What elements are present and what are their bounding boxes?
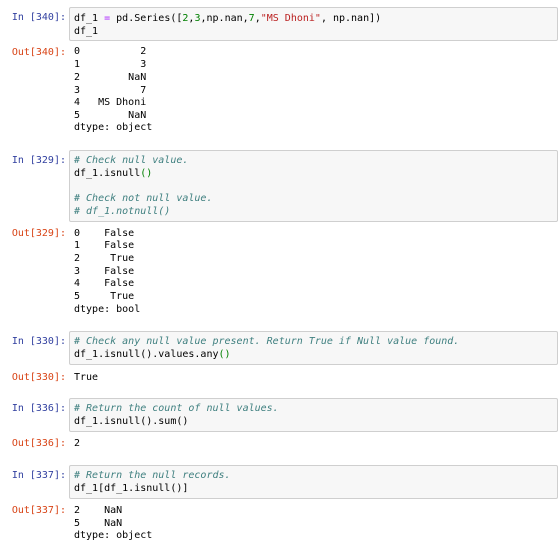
out-prompt-337: Out[337]: [11, 505, 66, 516]
code-line: df_1 = pd.Series([2,3,np.nan,7,"MS Dhoni… [74, 13, 382, 24]
in-prompt-330: In [330]: [11, 336, 66, 347]
output-line: 1 False [74, 240, 135, 251]
output-line: 3 7 [74, 85, 147, 96]
output-line: 4 MS Dhoni [74, 97, 147, 108]
code-cell-337[interactable] [69, 465, 558, 499]
output-line: 2 [74, 438, 81, 449]
output-line: 2 NaN [74, 505, 123, 516]
in-prompt-337: In [337]: [11, 470, 66, 481]
in-prompt-336: In [336]: [11, 403, 66, 414]
code-line: df_1.isnull() [74, 168, 153, 179]
code-cell-329[interactable] [69, 150, 558, 222]
in-prompt-329: In [329]: [11, 155, 66, 166]
output-line: 5 NaN [74, 518, 123, 529]
output-line: 2 True [74, 253, 135, 264]
output-line: 5 True [74, 291, 135, 302]
output-line: 0 False [74, 228, 135, 239]
output-line: dtype: object [74, 122, 153, 133]
code-comment: # Check any null value present. Return T… [74, 336, 460, 347]
output-line: dtype: object [74, 530, 153, 541]
code-cell-336[interactable] [69, 398, 558, 432]
code-cell-340[interactable] [69, 7, 558, 41]
out-prompt-336: Out[336]: [11, 438, 66, 449]
code-line: df_1[df_1.isnull()] [74, 483, 189, 494]
out-prompt-340: Out[340]: [11, 47, 66, 58]
code-line: df_1.isnull().values.any() [74, 349, 231, 360]
output-line: dtype: bool [74, 304, 141, 315]
code-cell-330[interactable] [69, 331, 558, 365]
output-line: 5 NaN [74, 110, 147, 121]
code-comment: # df_1.notnull() [74, 206, 171, 217]
output-line: True [74, 372, 99, 383]
output-line: 3 False [74, 266, 135, 277]
output-line: 4 False [74, 278, 135, 289]
code-comment: # Return the null records. [74, 470, 231, 481]
code-comment: # Return the count of null values. [74, 403, 279, 414]
output-line: 1 3 [74, 59, 147, 70]
out-prompt-329: Out[329]: [11, 228, 66, 239]
code-line: df_1.isnull().sum() [74, 416, 189, 427]
code-comment: # Check null value. [74, 155, 189, 166]
output-line: 2 NaN [74, 72, 147, 83]
code-line: df_1 [74, 26, 99, 37]
in-prompt-340: In [340]: [11, 12, 66, 23]
output-line: 0 2 [74, 46, 147, 57]
code-comment: # Check not null value. [74, 193, 213, 204]
out-prompt-330: Out[330]: [11, 372, 66, 383]
